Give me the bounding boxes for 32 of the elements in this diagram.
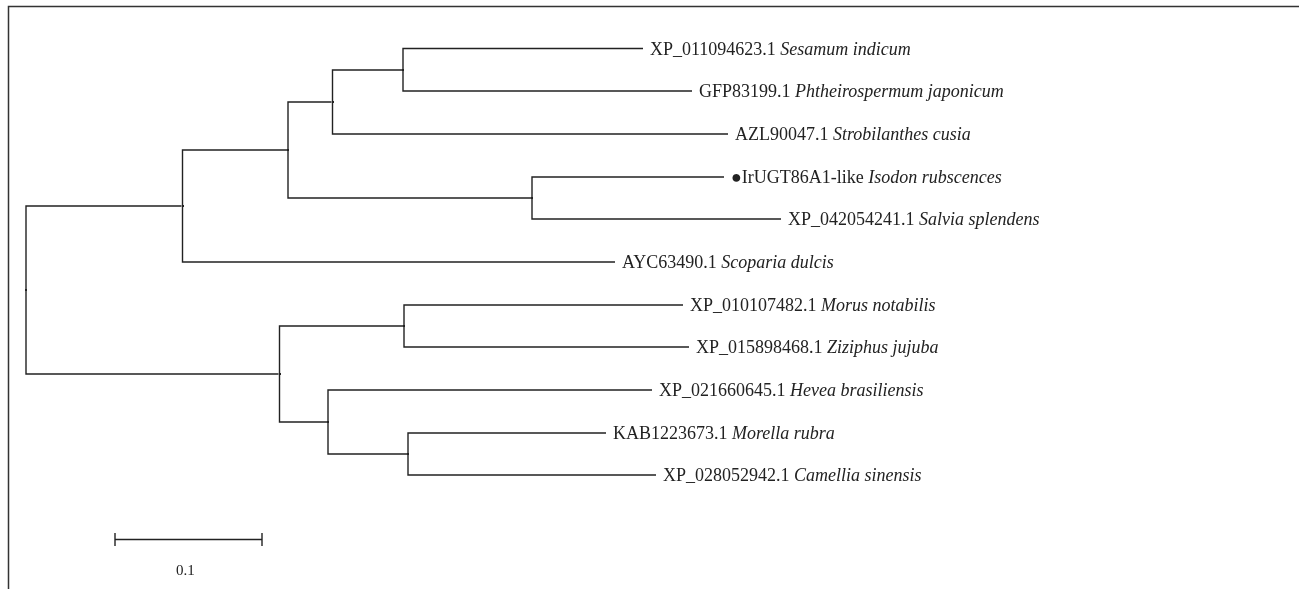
tree-branch: [403, 325, 690, 348]
tree-branch: [402, 47, 644, 71]
tree-branch: [327, 421, 408, 455]
taxon-label: AYC63490.1 Scoparia dulcis: [615, 252, 834, 272]
tree-branch: [531, 197, 782, 220]
tree-branch: [287, 101, 333, 151]
tree-branch: [331, 69, 403, 103]
taxon-label: XP_042054241.1 Salvia splendens: [781, 209, 1040, 229]
tree-branch: [278, 373, 328, 423]
tree-branch: [402, 69, 693, 92]
taxon-label: ●IrUGT86A1-like Isodon rubscences: [724, 167, 1002, 187]
tree-branch: [181, 149, 288, 207]
tree-branch: [331, 101, 729, 135]
tree-branch: [407, 432, 607, 455]
tree-branch: [25, 205, 183, 291]
tree-branch: [531, 176, 725, 199]
tree-branch: [403, 304, 684, 327]
taxon-label: GFP83199.1 Phtheirospermum japonicum: [692, 81, 1004, 101]
tree-branch: [278, 325, 404, 375]
taxon-label: XP_021660645.1 Hevea brasiliensis: [652, 380, 924, 400]
tree-branch: [25, 289, 280, 375]
scale-label: 0.1: [176, 561, 195, 579]
taxon-label: KAB1223673.1 Morella rubra: [606, 423, 835, 443]
taxon-label: XP_011094623.1 Sesamum indicum: [643, 38, 911, 59]
taxon-label: XP_015898468.1 Ziziphus jujuba: [689, 337, 939, 357]
tree-branch: [287, 149, 532, 199]
taxon-label: XP_010107482.1 Morus notabilis: [683, 295, 936, 315]
tree-branch: [407, 453, 657, 476]
taxon-label: AZL90047.1 Strobilanthes cusia: [728, 124, 971, 144]
taxon-label: XP_028052942.1 Camellia sinensis: [656, 465, 922, 485]
tree-branch: [327, 389, 653, 423]
tree-branch: [181, 205, 616, 263]
